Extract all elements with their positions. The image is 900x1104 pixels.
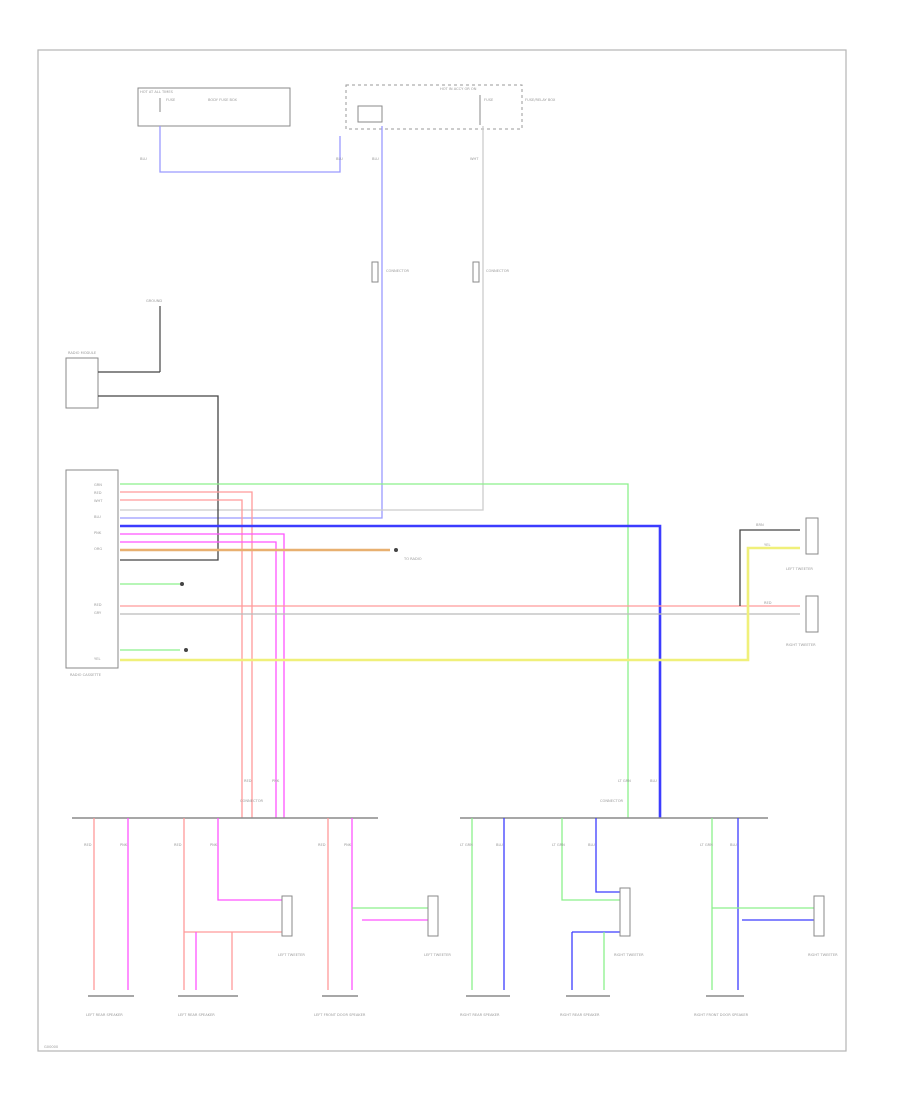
svg-text:RIGHT REAR SPEAKER: RIGHT REAR SPEAKER — [560, 1013, 600, 1017]
svg-text:RED: RED — [94, 603, 102, 607]
left-tweeter-plug — [281, 895, 293, 937]
diagram-frame — [37, 49, 847, 1052]
svg-text:LEFT FRONT DOOR SPEAKER: LEFT FRONT DOOR SPEAKER — [314, 1013, 366, 1017]
fuse-box-right: HOT IN ACCY OR ON FUSE FUSE/RELAY BOX — [345, 84, 556, 130]
lf2-pink — [217, 818, 282, 901]
svg-text:WHT: WHT — [470, 157, 479, 161]
svg-text:WHT: WHT — [94, 499, 103, 503]
svg-text:GROUND: GROUND — [146, 299, 162, 303]
wire-black-long — [98, 395, 219, 561]
bottom-wire-labels: RED PNK RED PNK RED PNK LT GRN BLU LT GR… — [84, 779, 737, 847]
wire-feed-left — [159, 126, 341, 173]
svg-text:ORG: ORG — [94, 547, 102, 551]
bottom-speakers: LEFT REAR SPEAKER LEFT REAR SPEAKER LEFT… — [86, 995, 749, 1017]
wire-feed-white-long — [120, 126, 484, 511]
svg-text:LT GRN: LT GRN — [552, 843, 565, 847]
svg-text:LEFT TWEETER: LEFT TWEETER — [424, 953, 451, 957]
svg-text:CONNECTOR: CONNECTOR — [386, 269, 410, 273]
svg-text:BLU: BLU — [588, 843, 595, 847]
svg-text:RIGHT TWEETER: RIGHT TWEETER — [786, 643, 816, 647]
svg-text:LEFT REAR SPEAKER: LEFT REAR SPEAKER — [86, 1013, 123, 1017]
svg-text:RED: RED — [174, 843, 182, 847]
mid-connector-right: CONNECTOR — [472, 261, 510, 283]
wire-pink-left — [120, 533, 285, 818]
svg-text:FUSE: FUSE — [166, 98, 176, 102]
radio-pin-labels: GRN RED WHT BLU PNK ORG RED GRY YEL — [94, 483, 103, 661]
svg-text:LEFT REAR SPEAKER: LEFT REAR SPEAKER — [178, 1013, 215, 1017]
svg-text:BRN: BRN — [756, 523, 764, 527]
svg-text:BLU: BLU — [496, 843, 503, 847]
svg-text:RIGHT REAR SPEAKER: RIGHT REAR SPEAKER — [460, 1013, 500, 1017]
svg-text:BLU: BLU — [730, 843, 737, 847]
svg-text:RADIO MODULE: RADIO MODULE — [68, 351, 97, 355]
radio-module-box — [65, 357, 99, 409]
right-tweeter-connector: RIGHT TWEETER RED — [764, 595, 819, 647]
wire-black-tweeter — [739, 529, 800, 606]
svg-text:BODY FUSE BOX: BODY FUSE BOX — [208, 98, 238, 102]
svg-text:PNK: PNK — [120, 843, 128, 847]
wire-feed-blue-long — [120, 126, 383, 519]
svg-text:BLU: BLU — [94, 515, 101, 519]
left-speaker-plug — [427, 895, 439, 937]
svg-text:YEL: YEL — [94, 657, 100, 661]
svg-text:FUSE/RELAY BOX: FUSE/RELAY BOX — [525, 98, 556, 102]
svg-text:GRN: GRN — [94, 483, 102, 487]
svg-text:LT GRN: LT GRN — [700, 843, 713, 847]
svg-text:BLU: BLU — [650, 779, 657, 783]
svg-text:RIGHT FRONT DOOR SPEAKER: RIGHT FRONT DOOR SPEAKER — [694, 1013, 749, 1017]
svg-text:RADIO CASSETTE: RADIO CASSETTE — [70, 673, 102, 677]
wire-pink-left-2 — [120, 541, 277, 818]
svg-text:RIGHT TWEETER: RIGHT TWEETER — [808, 953, 838, 957]
svg-text:LEFT TWEETER: LEFT TWEETER — [278, 953, 305, 957]
svg-text:RIGHT TWEETER: RIGHT TWEETER — [614, 953, 644, 957]
wire-blue-right-thick — [120, 524, 662, 818]
svg-text:CONNECTOR: CONNECTOR — [240, 799, 264, 803]
svg-text:LT GRN: LT GRN — [460, 843, 473, 847]
mid-connector-left: CONNECTOR — [371, 261, 410, 283]
svg-text:BLU: BLU — [372, 157, 379, 161]
wire-yellow-tweeter — [120, 546, 800, 662]
svg-text:RED: RED — [94, 491, 102, 495]
fuse-box-left: HOT AT ALL TIMES FUSE BODY FUSE BOX — [137, 87, 291, 127]
rf2-blue — [595, 818, 620, 893]
svg-text:PNK: PNK — [272, 779, 280, 783]
ground-top: GROUND — [146, 299, 162, 372]
svg-text:HOT IN ACCY OR ON: HOT IN ACCY OR ON — [440, 87, 477, 91]
wire-ltgrn-right — [120, 483, 629, 818]
svg-text:RED: RED — [84, 843, 92, 847]
svg-text:TO RADIO: TO RADIO — [403, 557, 422, 561]
svg-text:BLU: BLU — [140, 157, 147, 161]
left-tweeter-connector: LEFT TWEETER BRN YEL — [756, 517, 819, 571]
wire-red-left — [120, 491, 253, 818]
svg-text:PNK: PNK — [94, 531, 102, 535]
svg-text:CONNECTOR: CONNECTOR — [486, 269, 510, 273]
svg-text:LT GRN: LT GRN — [618, 779, 631, 783]
svg-text:PNK: PNK — [210, 843, 218, 847]
svg-text:GRY: GRY — [94, 611, 102, 615]
right-tweeter-plug — [619, 887, 631, 937]
rf2-green — [561, 818, 620, 901]
svg-text:LEFT TWEETER: LEFT TWEETER — [786, 567, 813, 571]
svg-text:CONNECTOR: CONNECTOR — [600, 799, 624, 803]
svg-text:YEL: YEL — [764, 543, 770, 547]
right-speaker-plug — [813, 895, 825, 937]
svg-text:BLU: BLU — [336, 157, 343, 161]
radio-cassette-block — [65, 469, 119, 669]
footer-code: G00000 — [44, 1045, 59, 1049]
svg-text:HOT AT ALL TIMES: HOT AT ALL TIMES — [140, 90, 174, 94]
svg-text:RED: RED — [318, 843, 326, 847]
svg-text:RED: RED — [244, 779, 252, 783]
svg-text:FUSE: FUSE — [484, 98, 494, 102]
svg-text:PNK: PNK — [344, 843, 352, 847]
svg-text:RED: RED — [764, 601, 772, 605]
wire-red-left-2 — [120, 499, 243, 818]
